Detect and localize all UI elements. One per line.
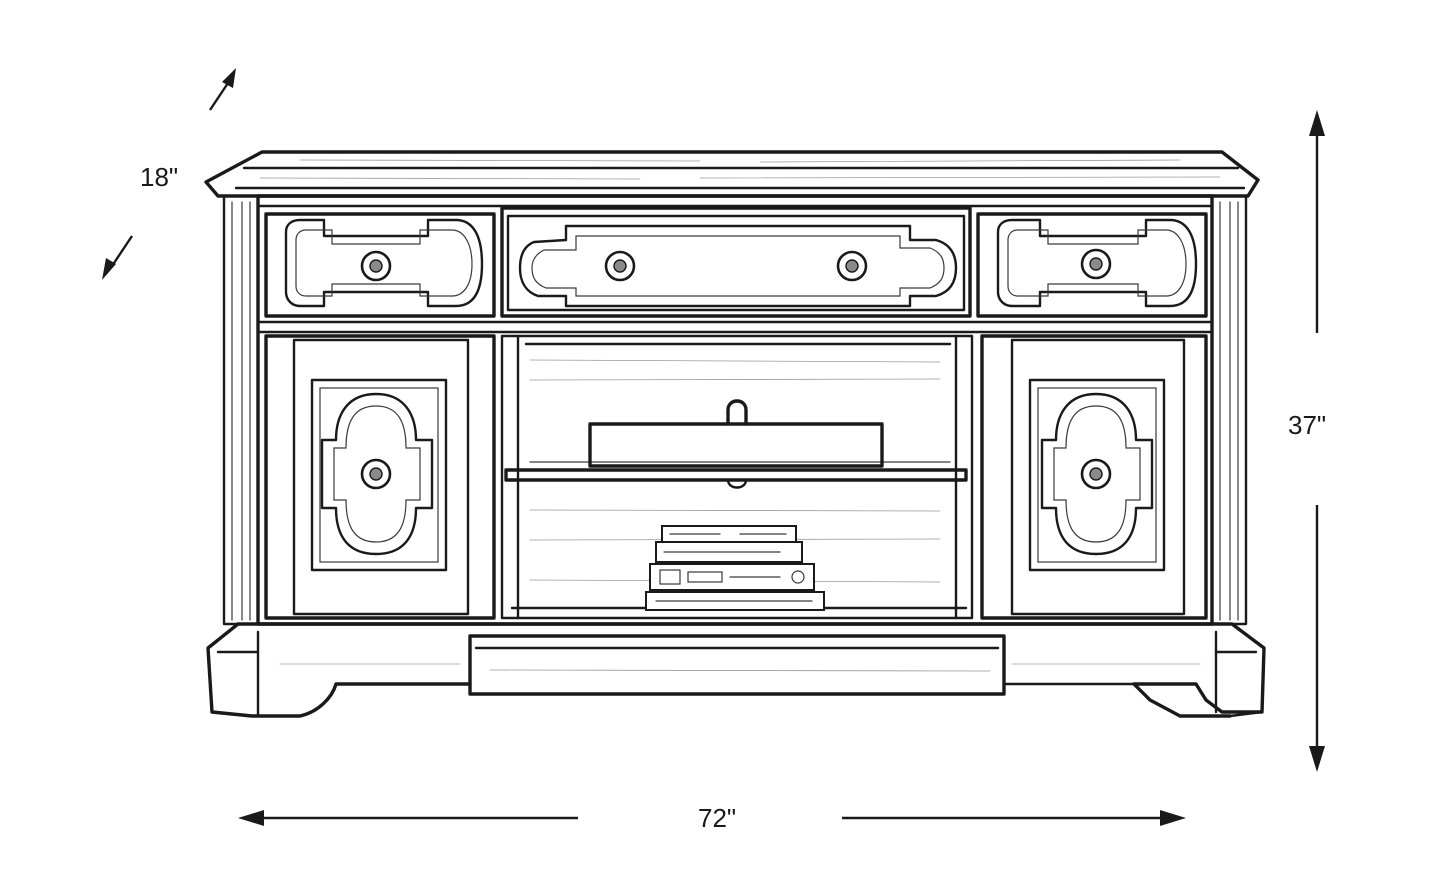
depth-dimension: 18" [102, 68, 236, 280]
book-stack [645, 525, 825, 611]
cable-grommet [726, 399, 748, 426]
depth-arrow-upper-line [209, 79, 231, 111]
height-dimension: 37" [1288, 110, 1326, 772]
depth-arrow-lower-line [111, 235, 133, 267]
door-left [264, 334, 496, 620]
top-slab [204, 150, 1260, 198]
depth-arrow-lower-head [102, 258, 116, 280]
base-plinth [206, 622, 1266, 718]
center-plinth-panel [468, 634, 1006, 696]
width-arrow-left-head [238, 810, 264, 826]
door-right [980, 334, 1208, 620]
right-pilaster [1210, 194, 1248, 626]
console-cabinet [204, 150, 1266, 718]
depth-label: 18" [140, 162, 178, 192]
width-label: 72" [698, 803, 736, 833]
depth-arrow-upper-head [222, 68, 236, 88]
drawer-center [500, 206, 972, 318]
left-pilaster [222, 194, 260, 626]
width-dimension: 72" [238, 803, 1186, 833]
drawer-right [976, 212, 1208, 318]
height-arrow-lower-head [1309, 746, 1325, 772]
height-label: 37" [1288, 410, 1326, 440]
drawer-left [264, 212, 496, 318]
middle-shelf [504, 468, 968, 482]
media-box [588, 422, 884, 468]
height-arrow-upper-head [1309, 110, 1325, 136]
width-arrow-right-head [1160, 810, 1186, 826]
